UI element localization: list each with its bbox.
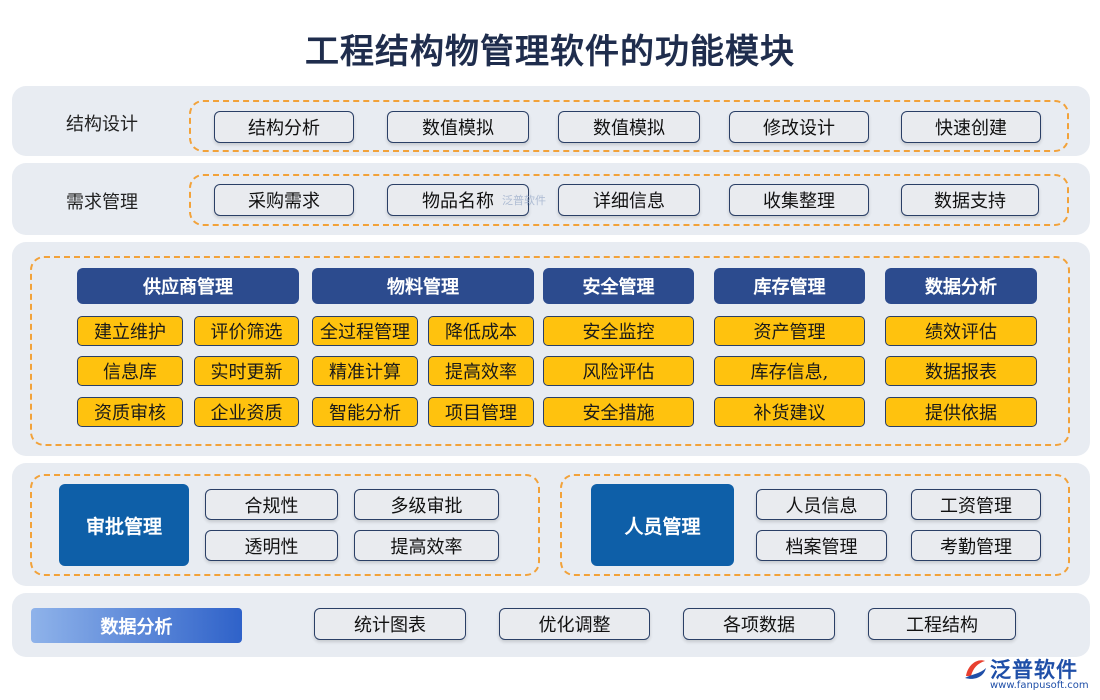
material-header: 物料管理	[312, 268, 534, 304]
data-row-item: 各项数据	[683, 608, 835, 640]
safety-item: 安全监控	[543, 316, 694, 346]
personnel-item: 人员信息	[756, 489, 887, 520]
approval-module: 审批管理	[59, 484, 189, 566]
material-item: 精准计算	[312, 356, 418, 386]
supplier-item: 信息库	[77, 356, 183, 386]
supplier-header: 供应商管理	[77, 268, 299, 304]
demand-item: 物品名称	[387, 184, 529, 216]
material-item: 降低成本	[428, 316, 534, 346]
inventory-item: 补货建议	[714, 397, 865, 427]
approval-item: 提高效率	[354, 530, 499, 561]
supplier-item: 评价筛选	[194, 316, 299, 346]
personnel-item: 工资管理	[911, 489, 1041, 520]
demand-item: 详细信息	[558, 184, 700, 216]
safety-item: 风险评估	[543, 356, 694, 386]
data-row-item: 统计图表	[314, 608, 466, 640]
brand-name: 泛普软件	[990, 658, 1078, 682]
modules-frame	[30, 256, 1070, 446]
brand-url: www.fanpusoft.com	[990, 680, 1089, 691]
data-analysis-label: 数据分析	[31, 608, 242, 643]
demand-management-label: 需求管理	[66, 192, 138, 213]
personnel-frame	[560, 474, 1070, 576]
safety-header: 安全管理	[543, 268, 694, 304]
personnel-item: 考勤管理	[911, 530, 1041, 561]
data-row-item: 优化调整	[499, 608, 650, 640]
safety-item: 安全措施	[543, 397, 694, 427]
analysis-item: 提供依据	[885, 397, 1037, 427]
structure-item: 修改设计	[729, 111, 869, 143]
structure-item: 数值模拟	[387, 111, 529, 143]
page-title: 工程结构物管理软件的功能模块	[305, 32, 795, 72]
inventory-item: 资产管理	[714, 316, 865, 346]
supplier-item: 企业资质	[194, 397, 299, 427]
structure-design-frame	[189, 100, 1069, 152]
structure-design-label: 结构设计	[66, 114, 138, 135]
personnel-module: 人员管理	[591, 484, 734, 566]
brand-logo: 泛普软件 www.fanpusoft.com	[962, 652, 1092, 694]
inventory-header: 库存管理	[714, 268, 865, 304]
watermark: 泛普软件	[502, 194, 546, 207]
structure-item: 结构分析	[214, 111, 354, 143]
personnel-item: 档案管理	[756, 530, 887, 561]
supplier-item: 实时更新	[194, 356, 299, 386]
material-item: 提高效率	[428, 356, 534, 386]
supplier-item: 建立维护	[77, 316, 183, 346]
demand-management-frame	[189, 174, 1069, 226]
analysis-item: 数据报表	[885, 356, 1037, 386]
approval-item: 多级审批	[354, 489, 499, 520]
analysis-item: 绩效评估	[885, 316, 1037, 346]
demand-item: 采购需求	[214, 184, 354, 216]
brand-mark-icon	[965, 660, 986, 679]
material-item: 智能分析	[312, 397, 418, 427]
inventory-item: 库存信息,	[714, 356, 865, 386]
approval-frame	[30, 474, 540, 576]
approval-item: 透明性	[205, 530, 338, 561]
material-item: 全过程管理	[312, 316, 418, 346]
approval-item: 合规性	[205, 489, 338, 520]
data-row-item: 工程结构	[868, 608, 1016, 640]
analysis-header: 数据分析	[885, 268, 1037, 304]
supplier-item: 资质审核	[77, 397, 183, 427]
structure-item: 数值模拟	[558, 111, 700, 143]
approval-personnel-band	[12, 463, 1090, 586]
demand-item: 收集整理	[729, 184, 869, 216]
structure-item: 快速创建	[901, 111, 1041, 143]
demand-item: 数据支持	[901, 184, 1039, 216]
material-item: 项目管理	[428, 397, 534, 427]
